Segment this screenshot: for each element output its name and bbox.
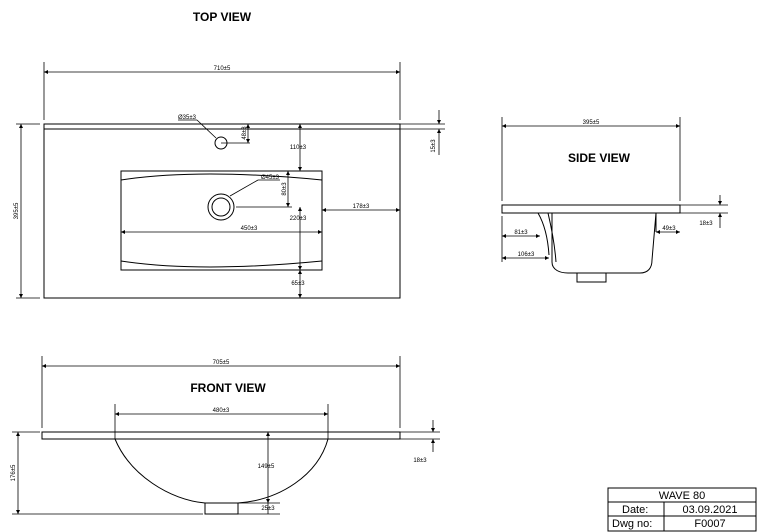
front-view: FRONT VIEW 705±5 480±3 176±5 149±5 25±3 — [11, 356, 440, 515]
dim-top-back-margin: 110±3 — [290, 145, 307, 151]
top-view-outline — [43, 123, 401, 299]
side-view-bowl — [551, 212, 657, 274]
side-view-waste — [576, 273, 607, 283]
side-view-slab — [501, 204, 681, 214]
dim-front-waste-height: 25±3 — [261, 506, 275, 512]
dim-top-side-margin: 178±3 — [353, 204, 370, 210]
dim-top-bowl-center: 220±3 — [290, 216, 307, 222]
dim-side-lip-b: 106±3 — [518, 252, 535, 258]
title-block: WAVE 80 Date: 03.09.2021 Dwg no: F0007 — [607, 487, 757, 532]
dim-front-rim: 18±3 — [413, 458, 427, 464]
dim-top-depth: 395±5 — [14, 202, 20, 219]
side-view-title: SIDE VIEW — [568, 151, 631, 165]
title-block-date: 03.09.2021 — [682, 504, 737, 516]
waste-outer — [207, 193, 235, 221]
title-block-name: WAVE 80 — [659, 490, 705, 502]
dim-top-bowl-width: 450±3 — [241, 226, 258, 232]
side-view: SIDE VIEW 395±5 18±3 81±3 106±3 49±3 — [501, 117, 728, 283]
title-block-date-label: Date: — [622, 504, 648, 516]
top-view: TOP VIEW 710±5 395±5 Ø35±3 48±3 — [14, 10, 445, 299]
top-view-bowl-curve-top — [120, 173, 323, 181]
dim-top-tap-offset: 80±3 — [282, 182, 288, 196]
dim-side-rim: 18±3 — [699, 221, 713, 227]
dim-front-width: 705±5 — [213, 360, 230, 366]
front-view-waste — [204, 503, 239, 515]
top-view-title: TOP VIEW — [193, 10, 252, 24]
dim-side-depth: 395±5 — [583, 120, 600, 126]
waste-inner — [211, 197, 231, 217]
dim-side-back-step: 49±3 — [662, 226, 676, 232]
leader-waste-dia — [196, 119, 217, 139]
dim-top-rim: 15±3 — [431, 139, 437, 153]
top-view-bowl — [120, 170, 323, 271]
front-view-slab — [41, 431, 401, 440]
dim-top-waste-dia: Ø35±3 — [178, 115, 197, 121]
title-block-dwg-label: Dwg no: — [612, 518, 652, 530]
dim-front-bowl-depth: 149±5 — [258, 464, 275, 470]
dim-top-waste-offset: 48±3 — [242, 126, 248, 140]
title-block-dwg-no: F0007 — [694, 518, 725, 530]
top-view-bowl-curve-bottom — [120, 260, 323, 268]
front-view-bowl — [114, 438, 329, 504]
dim-front-bowl-width: 480±3 — [213, 408, 230, 414]
dim-top-width: 710±5 — [214, 66, 231, 72]
dim-side-lip-a: 81±3 — [514, 230, 528, 236]
front-view-title: FRONT VIEW — [190, 381, 266, 395]
title-block-frame — [607, 487, 757, 532]
side-view-lip-inner — [547, 212, 557, 263]
side-view-lip — [537, 212, 550, 256]
dim-top-tap-dia: Ø45±3 — [261, 175, 280, 181]
dim-top-front-margin: 65±3 — [291, 281, 305, 287]
leader-tap-dia — [229, 179, 259, 197]
dim-front-total-height: 176±5 — [11, 464, 17, 481]
